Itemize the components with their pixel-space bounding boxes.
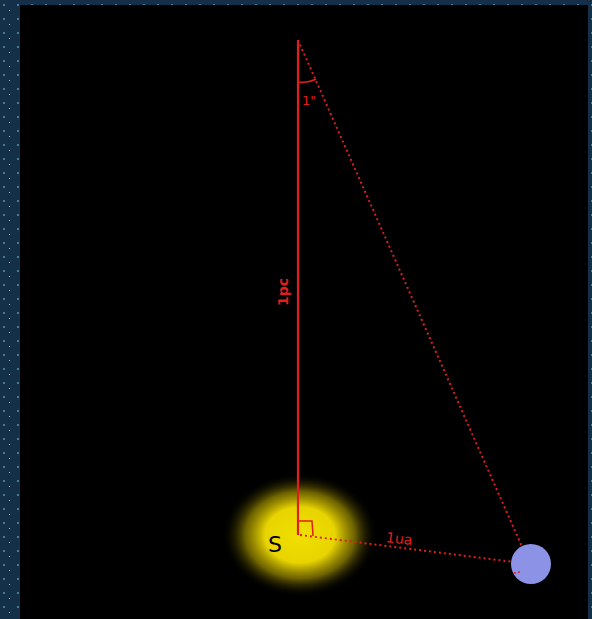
parsec-line [297, 40, 299, 535]
angle-arc [298, 79, 316, 82]
angle-label: 1" [302, 94, 316, 107]
black-panel [20, 5, 588, 619]
star-letter: S [268, 534, 282, 556]
distance-label: 1pc [276, 276, 290, 308]
earth [511, 544, 551, 584]
sightline [298, 40, 527, 558]
right-angle-mark [298, 521, 313, 536]
sun-node: S [250, 500, 350, 570]
distance-label: 1ua [385, 530, 413, 547]
earth-angle-mark [514, 572, 520, 573]
